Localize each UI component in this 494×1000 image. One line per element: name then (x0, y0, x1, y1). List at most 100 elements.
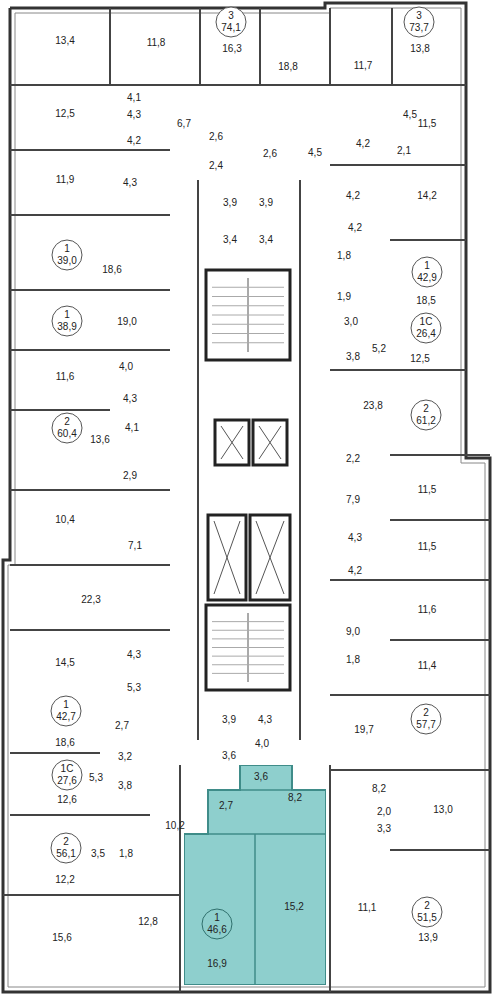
room-area: 19,0 (117, 317, 136, 327)
room-area: 22,3 (81, 595, 100, 605)
room-area: 13,8 (410, 44, 429, 54)
room-area: 16,9 (207, 959, 226, 969)
room-area: 2,6 (209, 132, 223, 142)
lift-shaft (208, 515, 246, 600)
room-area: 11,4 (418, 661, 437, 671)
room-area: 11,5 (418, 485, 437, 495)
room-area: 10,2 (165, 821, 184, 831)
room-area: 73,7 (409, 23, 428, 33)
apartment-badge (52, 240, 82, 270)
room-area: 3,3 (377, 824, 391, 834)
room-area: 2 (423, 404, 429, 414)
stair-core (206, 270, 290, 360)
interior-wall (10, 489, 170, 491)
room-area: 3,9 (222, 715, 236, 725)
stair-step (212, 333, 284, 334)
room-area: 3,2 (118, 752, 132, 762)
room-area: 7,9 (346, 495, 360, 505)
interior-wall (199, 8, 201, 85)
interior-wall (330, 579, 490, 581)
stair-step (212, 342, 284, 343)
room-area: 8,2 (288, 793, 302, 803)
interior-wall (10, 84, 466, 86)
apartment-badge (411, 704, 441, 734)
lift-shaft (253, 420, 287, 465)
lift-cross (256, 521, 284, 594)
room-area: 4,1 (127, 93, 141, 103)
stair-step (212, 656, 284, 657)
room-area: 4,3 (127, 110, 141, 120)
room-area: 2 (64, 417, 70, 427)
room-area: 4,3 (127, 650, 141, 660)
room-area: 2 (424, 901, 430, 911)
stair-step (212, 287, 284, 288)
room-area: 1,9 (337, 292, 351, 302)
outer-wall (3, 3, 490, 992)
room-area: 11,5 (418, 119, 437, 129)
apartment-badge (51, 833, 81, 863)
stair-core (206, 605, 290, 690)
room-area: 11,9 (56, 175, 75, 185)
room-area: 5,3 (127, 683, 141, 693)
room-area: 6,7 (177, 119, 191, 129)
room-area: 14,5 (55, 658, 74, 668)
interior-wall (179, 765, 181, 992)
room-area: 2,0 (377, 807, 391, 817)
room-area: 16,3 (222, 44, 241, 54)
interior-wall (109, 8, 111, 85)
room-area: 3,6 (254, 772, 268, 782)
lift-cross (221, 426, 243, 459)
room-area: 26,4 (416, 329, 435, 339)
room-area: 5,2 (372, 344, 386, 354)
stair-step (212, 638, 284, 639)
room-area: 10,4 (55, 515, 74, 525)
room-area: 3,8 (346, 352, 360, 362)
room-area: 12,8 (138, 917, 157, 927)
apartment-badge (412, 897, 442, 927)
room-area: 2,7 (219, 801, 233, 811)
interior-wall (10, 409, 110, 411)
interior-wall (330, 694, 490, 696)
interior-wall (391, 8, 393, 85)
lift-shaft (215, 420, 249, 465)
interior-wall (197, 180, 199, 740)
room-area: 51,5 (417, 913, 436, 923)
room-area: 2,9 (123, 471, 137, 481)
interior-wall (299, 180, 301, 740)
stair-step (212, 621, 284, 622)
interior-wall (10, 214, 170, 216)
room-area: 11,6 (418, 605, 437, 615)
room-area: 4,3 (123, 394, 137, 404)
interior-wall (10, 564, 170, 566)
apartment-badge (52, 413, 82, 443)
room-area: 3,8 (118, 781, 132, 791)
room-area: 9,0 (346, 627, 360, 637)
room-area: 1С (61, 764, 74, 774)
room-area: 42,7 (56, 712, 75, 722)
room-area: 4,3 (123, 178, 137, 188)
stair-step (212, 296, 284, 297)
room-area: 18,8 (278, 62, 297, 72)
room-area: 11,5 (418, 542, 437, 552)
interior-wall (390, 239, 466, 241)
room-area: 1 (63, 700, 69, 710)
interior-wall (330, 769, 490, 771)
room-area: 3,5 (91, 849, 105, 859)
interior-wall (10, 349, 170, 351)
room-area: 11,8 (147, 38, 166, 48)
room-area: 2 (423, 708, 429, 718)
room-area: 12,5 (55, 109, 74, 119)
room-area: 15,2 (284, 902, 303, 912)
room-area: 4,3 (348, 533, 362, 543)
room-area: 5,3 (89, 773, 103, 783)
room-area: 3,6 (222, 751, 236, 761)
room-area: 23,8 (363, 401, 382, 411)
room-area: 19,7 (354, 725, 373, 735)
interior-wall (254, 834, 256, 985)
room-area: 13,0 (433, 805, 452, 815)
room-area: 1С (420, 317, 433, 327)
interior-wall (390, 454, 490, 456)
apartment-badge (202, 909, 232, 939)
room-area: 39,0 (57, 256, 76, 266)
room-area: 1 (64, 244, 70, 254)
